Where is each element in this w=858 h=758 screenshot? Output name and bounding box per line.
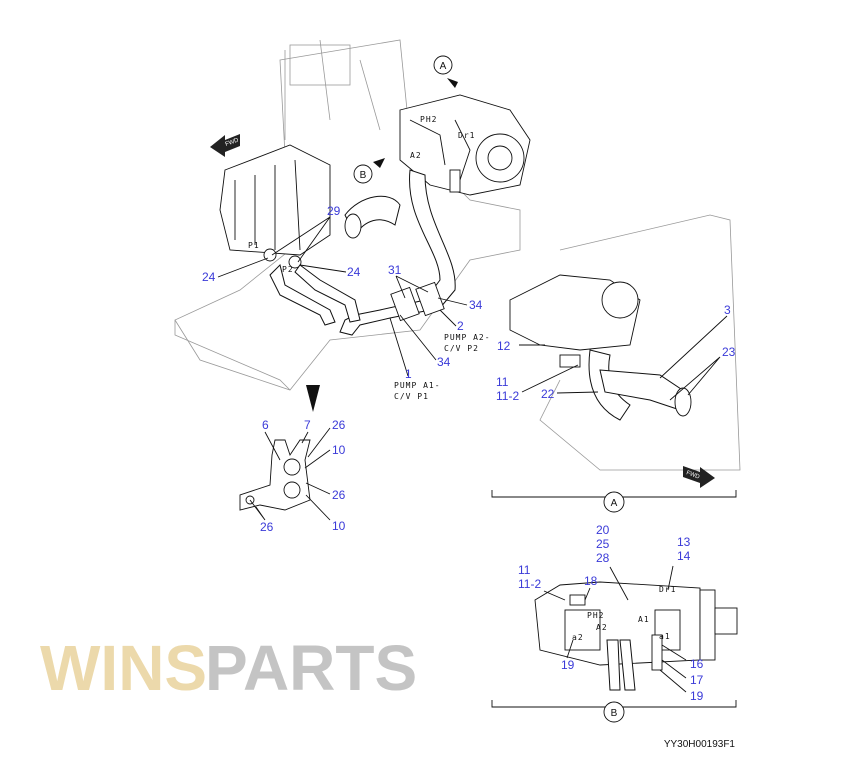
callout: 6 — [262, 418, 269, 432]
callout: 11 — [518, 563, 531, 577]
view-a-arrow-icon — [447, 78, 458, 88]
callout: 7 — [304, 418, 311, 432]
clamp-bracket-detail — [239, 439, 311, 511]
watermark-logo: WINS PARTS — [40, 632, 417, 704]
port-label: A2 — [410, 151, 422, 160]
view-b-caption-circle — [603, 701, 625, 723]
callout: 11 — [496, 375, 509, 389]
control-valve — [219, 144, 331, 269]
callout: 23 — [722, 345, 736, 359]
callout: 1 — [405, 367, 412, 381]
callout: 10 — [332, 443, 346, 457]
callout: 18 — [584, 574, 598, 588]
callout: 10 — [332, 519, 346, 533]
port-label: PH2 — [420, 115, 437, 124]
callout: 26 — [332, 418, 346, 432]
view-a-marker — [433, 55, 453, 75]
view-b-marker-label: B — [360, 170, 367, 181]
callout: 26 — [332, 488, 346, 502]
port-label: A2 — [596, 623, 608, 632]
note-pump-a2: C/V P2 — [444, 344, 479, 353]
main-pump — [399, 94, 531, 196]
note-pump-a2: PUMP A2- — [444, 333, 491, 342]
svg-text:WINS: WINS — [40, 632, 207, 704]
view-b-arrow-icon — [373, 158, 385, 168]
detail-arrow-icon — [306, 385, 320, 412]
leader-lines — [217, 216, 728, 693]
callout: 2 — [457, 319, 464, 333]
view-a-caption-circle — [603, 491, 625, 513]
note-pump-a1: PUMP A1- — [394, 381, 441, 390]
fwd-arrow-icon: FWD — [683, 466, 715, 488]
port-label: PH2 — [587, 611, 604, 620]
svg-text:PARTS: PARTS — [205, 632, 417, 704]
callout: 24 — [202, 270, 216, 284]
view-b-marker — [353, 164, 373, 184]
callout: 17 — [690, 673, 704, 687]
callout: 16 — [690, 657, 704, 671]
view-a-marker-label: A — [440, 61, 447, 72]
callout: 20 — [596, 523, 610, 537]
port-label: a2 — [572, 633, 584, 642]
view-b-pump — [534, 581, 738, 691]
hoses — [269, 169, 456, 336]
view-a-inset — [509, 214, 741, 471]
callout: 19 — [690, 689, 704, 703]
port-label: P1 — [248, 241, 260, 250]
callout: 22 — [541, 387, 555, 401]
view-b-caption: B — [611, 708, 618, 719]
callout: 34 — [469, 298, 483, 312]
callout: 12 — [497, 339, 511, 353]
callout: 11-2 — [518, 577, 541, 591]
callout: 14 — [677, 549, 691, 563]
port-label: a1 — [659, 632, 671, 641]
callout: 19 — [561, 658, 575, 672]
callout: 28 — [596, 551, 610, 565]
port-label: Dr1 — [458, 131, 475, 140]
callout: 13 — [677, 535, 691, 549]
callout: 25 — [596, 537, 610, 551]
port-label: Dr1 — [659, 585, 676, 594]
view-a-caption: A — [611, 498, 618, 509]
callout: 31 — [388, 263, 402, 277]
svg-text:FWD: FWD — [685, 470, 701, 481]
port-label: P2 — [282, 265, 294, 274]
svg-text:FWD: FWD — [225, 137, 241, 148]
callout: 34 — [437, 355, 451, 369]
callout: 26 — [260, 520, 274, 534]
note-pump-a1: C/V P1 — [394, 392, 429, 401]
callout: 11-2 — [496, 389, 519, 403]
callout: 3 — [724, 303, 731, 317]
fwd-arrow-icon: FWD — [210, 134, 240, 157]
callout: 29 — [327, 204, 341, 218]
drawing-code: YY30H00193F1 — [664, 739, 736, 750]
port-label: A1 — [638, 615, 650, 624]
callout: 24 — [347, 265, 361, 279]
